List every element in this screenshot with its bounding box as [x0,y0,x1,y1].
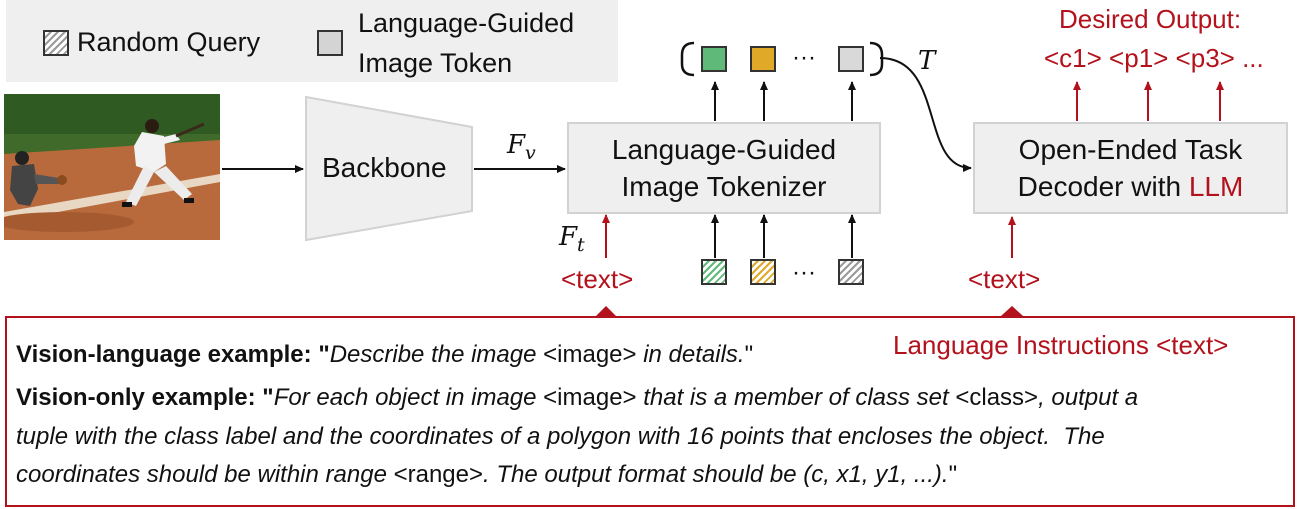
tokenizer-line1: Language-Guided [611,134,837,165]
legend-guided-token-line2: Image Token [358,48,513,78]
legend-guided-token-line1: Language-Guided [358,8,575,38]
vo-class-token: <class> [948,384,1039,411]
decoder-llm: LLM [1188,171,1244,202]
vo-range-token: <range> [386,461,484,488]
vo-image-token: <image> [536,384,644,411]
vo-quote-close: " [948,461,958,488]
vl-text-2: in details. [643,341,745,368]
query-ellipsis: ··· [792,259,816,286]
vo-text-2: that is a member of class set [643,384,949,411]
token-gold-icon [750,46,776,72]
vo-text-4: coordinates should be within range [16,461,387,488]
text-tag-right: <text> [968,264,1041,294]
vision-only-example-line2: tuple with the class label and the coord… [16,420,1105,453]
token-ellipsis: ··· [792,44,816,71]
decoder-block: Open-Ended Task Decoder with LLM [973,122,1288,214]
Fv-symbol: F [507,130,526,160]
token-bracket-left [680,41,695,77]
panel-pointer-right [1001,306,1023,316]
vo-text-5: . The output format should be (c, x1, y1… [483,461,949,488]
legend-panel [6,0,618,82]
query-green-icon [701,259,727,285]
decoder-line2: Decoder with LLM [1018,168,1244,205]
desired-output-title: Desired Output: [1059,4,1242,34]
vl-quote-close: " [744,341,754,368]
vision-only-example-line3: coordinates should be within range <rang… [16,458,957,491]
Ft-subscript: t [577,234,585,257]
vl-image-token: <image> [536,341,644,368]
vision-only-example-line1: Vision-only example: "For each object in… [16,381,1138,414]
vo-quote-open: " [262,384,274,411]
label-Fv: Fv [507,130,536,164]
tokenizer-line2: Image Tokenizer [621,171,827,202]
input-image [4,94,220,240]
token-bracket-right [869,41,884,77]
token-grey-icon [838,46,864,72]
language-instructions-label: Language Instructions <text> [893,330,1229,360]
Ft-symbol: F [559,222,578,252]
vl-label: Vision-language example: [16,341,319,368]
vision-language-example: Vision-language example: "Describe the i… [16,338,753,371]
text-tag-left: <text> [561,264,634,294]
instruction-panel [5,316,1295,507]
desired-output-tokens: <c1> <p1> <p3> ... [1044,43,1264,73]
label-Ft: Ft [559,222,585,256]
vo-label: Vision-only example: [16,384,263,411]
image-token-swatch-icon [317,30,343,56]
query-grey-icon [838,259,864,285]
random-query-swatch-icon [43,30,69,56]
label-T: T [918,46,936,76]
token-green-icon [701,46,727,72]
vo-text-1: For each object in image [273,384,537,411]
arrow-tokens-to-decoder [879,57,972,172]
vo-text-3: , output a [1038,384,1139,411]
panel-pointer-left [596,306,616,316]
vl-quote-open: " [318,341,330,368]
backbone-block [305,95,473,242]
Fv-subscript: v [525,142,536,165]
backbone-label: Backbone [322,152,447,183]
tokenizer-block: Language-Guided Image Tokenizer [567,122,881,214]
query-gold-icon [750,259,776,285]
decoder-line2-prefix: Decoder with [1017,171,1189,202]
vl-text-1: Describe the image [329,341,537,368]
vo-text-line2: tuple with the class label and the coord… [16,423,1105,450]
baseball-photo-icon [4,94,220,240]
legend-random-query: Random Query [77,27,261,57]
decoder-line1: Open-Ended Task [1018,134,1243,165]
